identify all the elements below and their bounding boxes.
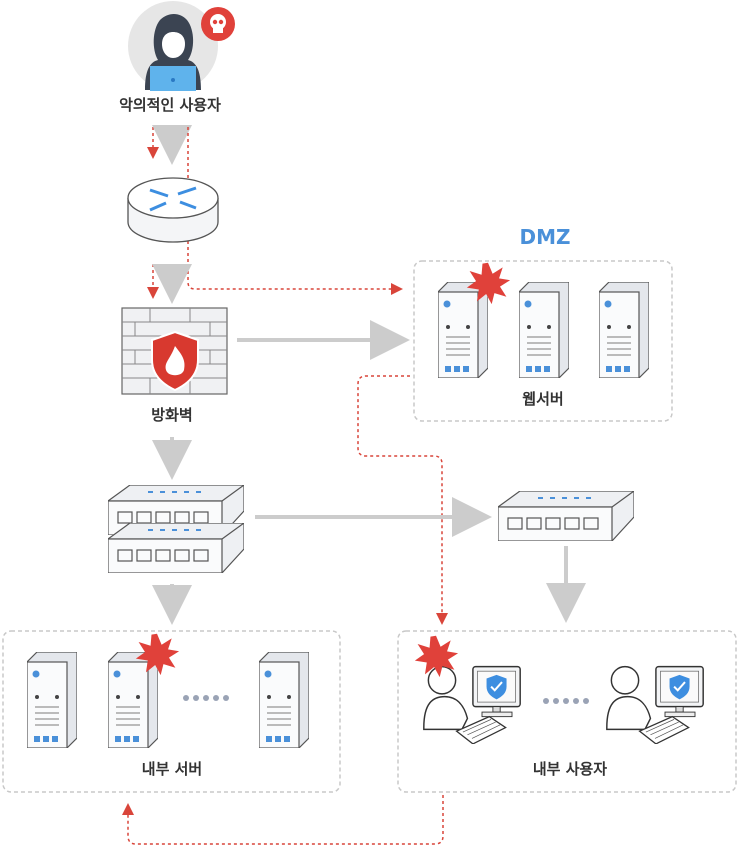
attack-path-to-internal-users [357,375,448,625]
firewall-label: 방화벽 [151,406,192,424]
router-icon [127,177,219,243]
internal-user-label: 내부 사용자 [533,760,607,778]
skull-icon [201,7,235,41]
dmz-label: DMZ [519,225,570,249]
core-switch-2 [108,523,244,573]
internal-server-label: 내부 서버 [142,760,202,778]
user-computer-icon [422,665,522,744]
internal-server-zone [2,630,341,793]
ellipsis-dots [543,698,589,704]
web-server-2 [519,282,569,378]
user-computer-icon [605,665,705,744]
ellipsis-dots [183,695,229,701]
hacker-icon [145,14,201,91]
internal-server-1 [27,652,77,748]
internal-server-3 [259,652,309,748]
dmz-zone [413,260,673,422]
attack-path-to-internal-servers [122,795,444,845]
attacker-node: 악의적인 사용자 [119,1,235,114]
attacker-label: 악의적인 사용자 [119,96,221,114]
web-server-label: 웹서버 [522,390,563,408]
attack-path-to-dmz [187,127,403,295]
web-server-3 [599,282,649,378]
firewall-icon [121,307,228,395]
internal-user-zone [397,630,737,793]
access-switch [498,491,634,541]
